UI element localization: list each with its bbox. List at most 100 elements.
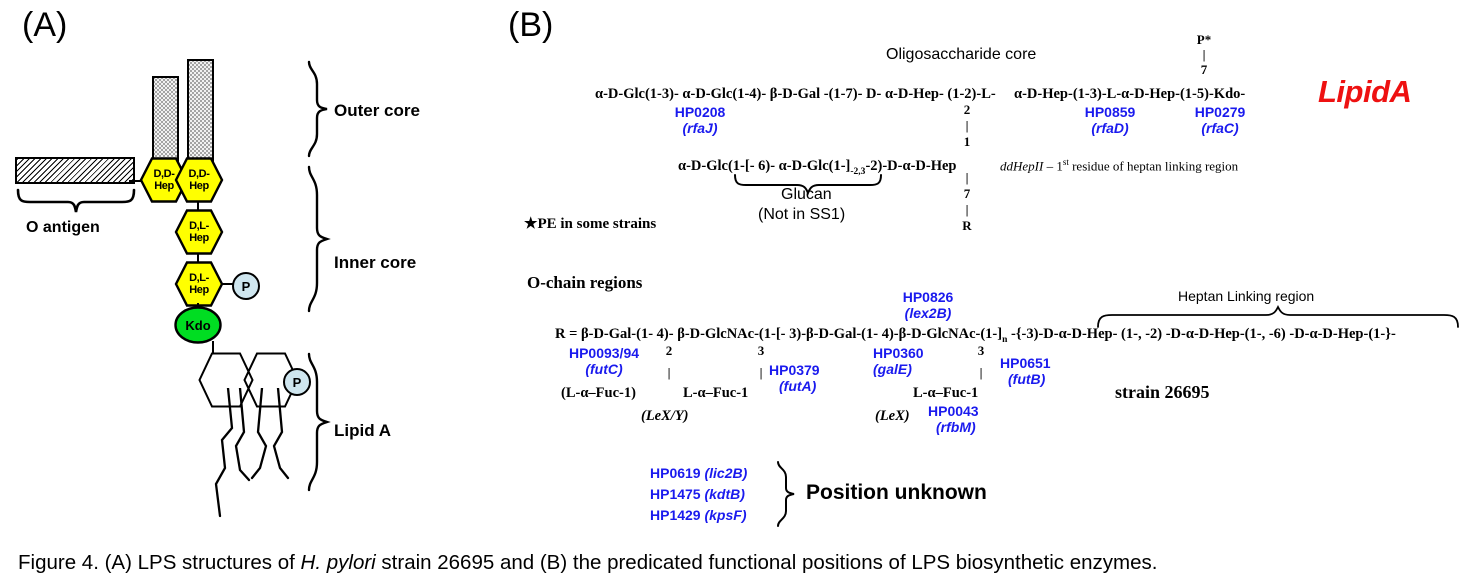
gene-HP0859: HP0859 (rfaD) xyxy=(1055,104,1165,136)
ddhep-note-italic: ddHepII xyxy=(1000,158,1044,174)
gene-name: (lic2B) xyxy=(704,465,748,481)
outer-core-bar-left xyxy=(152,76,179,168)
core-chain-right: α-D-Hep-(1-3)-L-α-D-Hep-(1-5)-Kdo- xyxy=(1014,86,1246,102)
gene-HP0279: HP0279 (rfaC) xyxy=(1165,104,1275,136)
hep7-dash2: | xyxy=(965,202,969,217)
r-branch-2-fuc: L-α–Fuc-1 xyxy=(683,385,749,401)
r-chain-sub-n: n xyxy=(1002,334,1008,345)
gene-hp-id: HP0826 xyxy=(902,289,954,305)
o-antigen-brace xyxy=(16,188,136,214)
p-star-label: P* xyxy=(1196,32,1212,47)
bond-hep-to-kdo xyxy=(197,303,199,309)
o-chain-regions-title: O-chain regions xyxy=(527,273,643,292)
hexagon-shape xyxy=(198,352,254,408)
ddhep-note-tail: residue of heptan linking region xyxy=(1068,158,1239,174)
panel-b-letter: (B) xyxy=(508,6,554,44)
gene-name: (futC) xyxy=(585,361,623,377)
glucan-label-line2: (Not in SS1) xyxy=(758,206,846,223)
gene-name: (kdtB) xyxy=(704,486,745,502)
hexagon-shape xyxy=(139,157,189,203)
pe-note: ★PE in some strains xyxy=(524,216,657,232)
r-branch-1-fuc: (L-α–Fuc-1) xyxy=(561,385,636,401)
gene-hp-id: HP0651 xyxy=(1000,355,1051,371)
lipid-a-brace xyxy=(305,352,331,492)
glucan-chain-tail: -2)-D-α-D-Hep xyxy=(865,158,957,174)
r-branch-2: 3 | xyxy=(752,344,770,379)
hep-7-r-branch: | 7 | R xyxy=(955,170,979,233)
bond-kdo-to-lipida xyxy=(212,341,214,353)
gene-hp-id: HP1475 xyxy=(650,486,705,502)
branch-dash: | xyxy=(979,365,983,380)
bond-oantigen-to-hep xyxy=(129,180,147,182)
sugar-hep-dl-upper: D,L- Hep xyxy=(174,209,224,255)
heptan-linking-brace xyxy=(1096,304,1461,328)
kdo-label: Kdo xyxy=(185,317,211,333)
glucan-chain: α-D-Glc(1-[- 6)- α-D-Glc(1-]-2,3-2)-D-α-… xyxy=(678,158,956,177)
p-star-num: 7 xyxy=(1200,62,1208,77)
oligosaccharide-core-title: Oligosaccharide core xyxy=(886,46,1037,63)
gene-HP0651: HP0651 (futB) xyxy=(1000,355,1090,387)
gene-name: (rfbM) xyxy=(936,419,976,435)
hep-branch-bottom: 1 xyxy=(963,134,971,149)
glucan-label-line1: Glucan xyxy=(781,186,832,203)
sugar-hep-dd-right: D,D- Hep xyxy=(174,157,224,203)
gene-hp-id: HP0360 xyxy=(873,345,924,361)
lipid-a-red-label: LipidA xyxy=(1318,74,1412,109)
gene-HP0360: HP0360 (galE) xyxy=(873,345,973,377)
sugar-kdo: Kdo xyxy=(174,306,222,344)
r-branch-1: 2 | xyxy=(660,344,678,380)
hexagon-shape xyxy=(243,352,299,408)
branch-dash: | xyxy=(667,365,671,380)
gene-hp-id: HP1429 xyxy=(650,507,705,523)
r-chain-tail: -{-3)-D-α-D-Hep- (1-, -2) -D-α-D-Hep-(1-… xyxy=(1007,326,1396,342)
p-star-dash: | xyxy=(1202,47,1206,62)
hexagon-shape xyxy=(174,209,224,255)
gene-hp-id: HP0859 xyxy=(1084,104,1136,120)
r-chain-prefix: R = xyxy=(555,326,581,342)
gene-name: (rfaC) xyxy=(1201,120,1239,136)
gene-HP0826: HP0826 (lex2B) xyxy=(878,289,978,321)
ddhep-note: ddHepII – 1st residue of heptan linking … xyxy=(1000,157,1238,174)
phosphate-label: P xyxy=(292,374,302,390)
outer-core-label: Outer core xyxy=(334,101,420,120)
glucan-brace xyxy=(733,174,883,196)
lipida-sugar-left xyxy=(198,352,254,408)
core-chain-left: α-D-Glc(1-3)- α-D-Glc(1-4)- β-D-Gal -(1-… xyxy=(595,86,996,102)
glucan-chain-sub: -2,3 xyxy=(850,166,866,177)
heptan-linking-label: Heptan Linking region xyxy=(1178,288,1315,304)
r-branch-3-fuc: L-α–Fuc-1 xyxy=(913,385,979,401)
caption-part1: Figure 4. (A) LPS structures of xyxy=(18,551,301,574)
outer-core-brace xyxy=(305,60,331,158)
bond-hep-to-phosphate-1 xyxy=(221,283,233,285)
hexagon-shape xyxy=(174,157,224,203)
position-unknown-title: Position unknown xyxy=(806,481,987,504)
ellipse-shape xyxy=(174,306,222,344)
gene-HP0093-94: HP0093/94 (futC) xyxy=(548,345,660,377)
lex-label: (LeX) xyxy=(875,408,910,424)
gene-name: (rfaD) xyxy=(1091,120,1129,136)
gene-hp-id: HP0208 xyxy=(674,104,726,120)
glucan-chain-text: α-D-Glc(1-[- 6)- α-D-Glc(1-] xyxy=(678,158,851,174)
bond-hep-dl-to-dl xyxy=(197,253,199,264)
o-antigen-label: O antigen xyxy=(26,219,100,236)
gene-hp-id: HP0619 xyxy=(650,465,705,481)
position-unknown-item: HP1429 (kpsF) xyxy=(650,505,795,526)
hep-branch-top: 2 xyxy=(963,102,971,117)
phosphate-label: P xyxy=(241,278,251,294)
gene-HP0379: HP0379 (futA) xyxy=(769,362,859,394)
inner-core-brace xyxy=(305,165,331,313)
gene-name: (rfaJ) xyxy=(682,120,718,136)
hep7-R: R xyxy=(962,218,972,233)
gene-name: (lex2B) xyxy=(904,305,952,321)
r-branch-3: 3 | xyxy=(972,344,990,380)
ddhep-note-rest: – 1 xyxy=(1043,158,1063,174)
hep7-dash1: | xyxy=(965,170,969,185)
hep7-num: 7 xyxy=(963,186,971,201)
gene-HP0043: HP0043 (rfbM) xyxy=(928,403,1018,435)
position-unknown-item: HP1475 (kdtB) xyxy=(650,484,795,505)
gene-hp-id: HP0279 xyxy=(1194,104,1246,120)
gene-hp-id: HP0043 xyxy=(928,403,979,419)
caption-part2: strain 26695 and (B) the predicated func… xyxy=(375,551,1158,574)
hep-branch-dash: | xyxy=(965,118,969,133)
ddhep-note-sup: st xyxy=(1062,157,1069,167)
